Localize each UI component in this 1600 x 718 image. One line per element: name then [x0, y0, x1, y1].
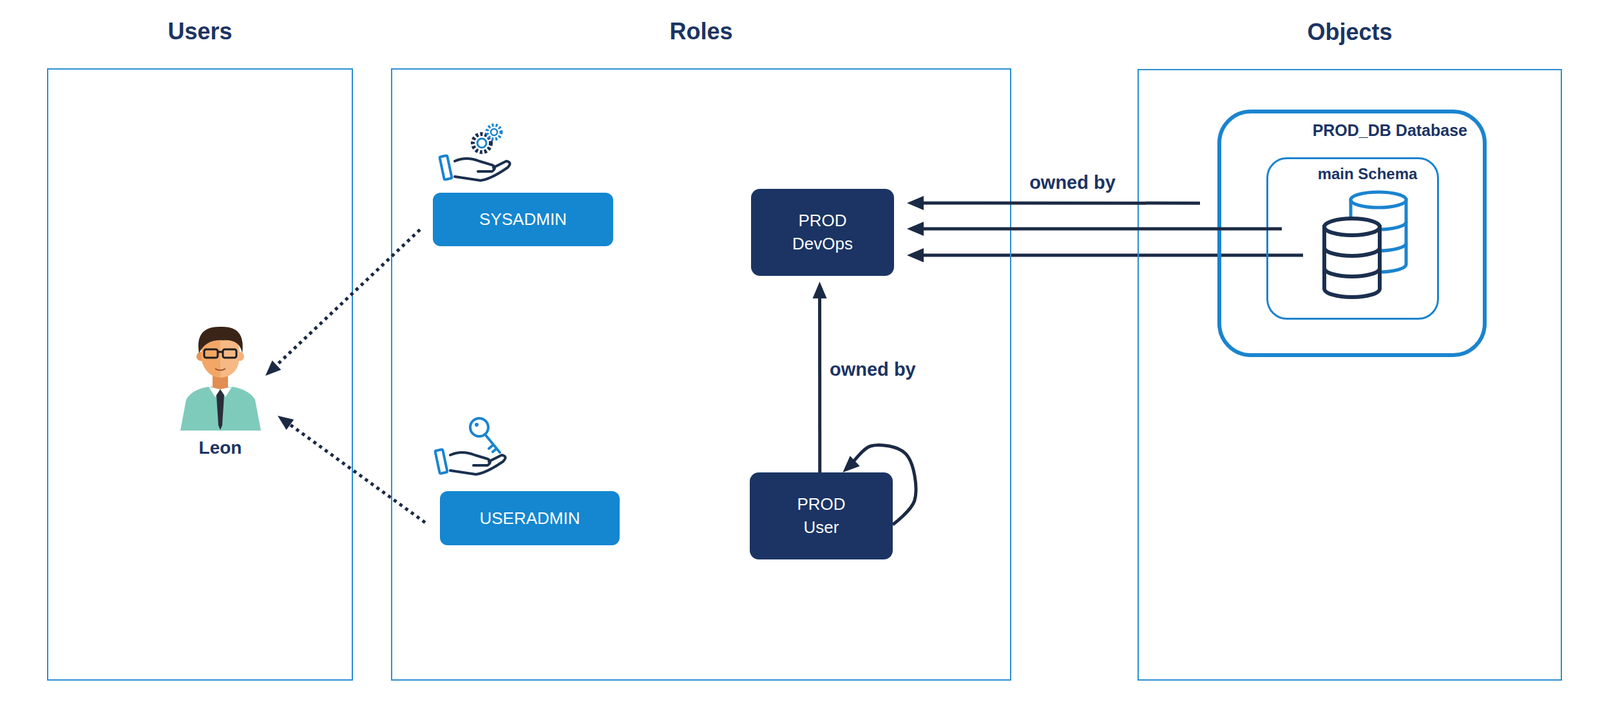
person-mouth	[215, 368, 226, 371]
custom-role-box: PROD User	[749, 472, 893, 560]
connector-line	[919, 226, 1283, 230]
person-tie	[216, 389, 225, 430]
ownership-connector	[812, 281, 828, 473]
cylinder-front-band	[1324, 247, 1380, 277]
arrow-head	[812, 281, 828, 299]
panel-heading: Roles	[366, 18, 1036, 46]
person-glasses	[217, 351, 223, 353]
role-name: USERADMIN	[479, 508, 580, 529]
hand-palm	[454, 158, 511, 181]
arrow-line	[919, 253, 1304, 258]
cylinder-front	[1324, 226, 1380, 297]
role-name: PROD DevOps	[786, 209, 859, 255]
edge-label: owned by	[829, 358, 916, 381]
hand-cuff	[434, 448, 448, 474]
cylinder-front-top	[1324, 218, 1380, 236]
column-panel: RolesSYSADMINPROD DevOpsUSERADMINPROD Us…	[390, 68, 1012, 681]
hand-palm	[450, 452, 506, 475]
person-illustration	[180, 326, 261, 431]
column-panel: UsersLeon	[47, 68, 353, 681]
hand-cuff	[439, 155, 452, 180]
role-grant-connector	[277, 415, 426, 523]
connector-line	[287, 421, 426, 522]
edge-label: owned by	[1029, 171, 1116, 194]
database-container: PROD_DB Database main Schema	[1217, 109, 1487, 357]
key-shaft	[485, 434, 500, 453]
connector-line	[852, 445, 916, 525]
ownership-connector	[906, 195, 1200, 210]
person-glasses	[204, 349, 218, 358]
panel-heading: Objects	[1113, 18, 1587, 46]
database-name: PROD_DB Database	[1312, 121, 1468, 140]
system-role-box: SYSADMIN	[432, 192, 614, 247]
arrow-head	[277, 415, 294, 430]
schema-name: main Schema	[1268, 164, 1438, 183]
connector-line	[919, 201, 1201, 205]
person-body	[180, 386, 261, 431]
arrow-head	[906, 247, 924, 263]
panel-heading: Users	[22, 18, 378, 46]
gear	[472, 133, 491, 153]
role-grant-connector	[265, 229, 420, 376]
column-panel: ObjectsPROD_DB Databasemain Schema	[1137, 68, 1562, 681]
ownership-connector	[842, 445, 916, 525]
gear-hub	[477, 138, 487, 148]
ownership-arrow	[906, 247, 1304, 263]
table-icon	[1324, 191, 1407, 297]
key-hole	[474, 422, 479, 427]
connector-line	[818, 294, 822, 473]
arrow-head	[906, 221, 924, 236]
arrow-head	[265, 360, 281, 376]
system-role-box: USERADMIN	[439, 490, 620, 545]
ownership-connector	[906, 221, 1282, 236]
gear	[486, 124, 502, 140]
user-name: Leon	[155, 437, 285, 458]
person-glasses	[222, 349, 237, 358]
arrow-head	[906, 195, 924, 210]
arrow-head	[842, 455, 860, 473]
user-figure: Leon	[175, 322, 266, 461]
role-name: PROD User	[785, 492, 858, 538]
key-icon	[470, 418, 500, 453]
gear-hub	[490, 128, 498, 136]
cylinder-back-top	[1350, 191, 1407, 208]
role-name: SYSADMIN	[479, 209, 567, 230]
schema-container: main Schema	[1266, 157, 1439, 320]
connector-line	[273, 229, 420, 368]
gear-icon	[472, 124, 502, 153]
custom-role-box: PROD DevOps	[751, 188, 895, 276]
key-hand-icon	[434, 448, 505, 475]
gear-hand-icon	[439, 155, 510, 181]
